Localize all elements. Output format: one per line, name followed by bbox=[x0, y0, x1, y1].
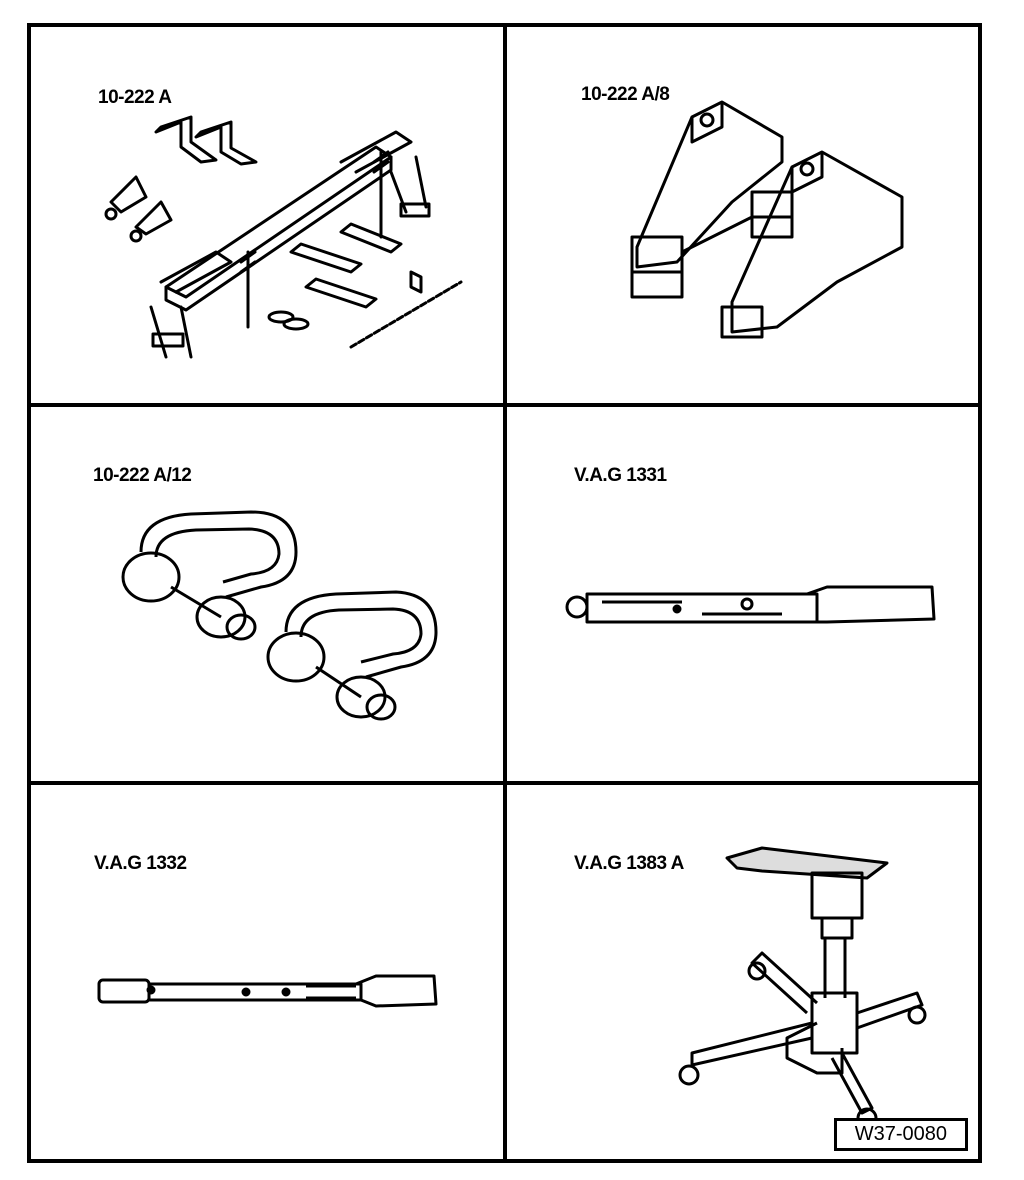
tool-label: 10-222 A/12 bbox=[93, 465, 192, 486]
tool-cell-10-222-a-12: 10-222 A/12 bbox=[31, 407, 503, 781]
tool-label: 10-222 A bbox=[98, 87, 172, 108]
tool-cell-vag-1383-a: V.A.G 1383 A bbox=[507, 785, 982, 1163]
grid-divider-row1 bbox=[31, 403, 978, 407]
tool-illustration-sheet: 10-222 A bbox=[27, 23, 982, 1163]
grid-divider-vertical bbox=[503, 27, 507, 1159]
support-adapter-icon bbox=[607, 87, 947, 347]
tool-cell-10-222-a-8: 10-222 A/8 bbox=[507, 27, 982, 403]
tool-cell-vag-1331: V.A.G 1331 bbox=[507, 407, 982, 781]
transmission-jack-icon bbox=[667, 843, 927, 1103]
figure-code-label: W37-0080 bbox=[833, 1118, 968, 1151]
grid-divider-row2 bbox=[31, 781, 978, 785]
tool-label: 10-222 A/8 bbox=[581, 84, 670, 105]
shackle-icon bbox=[111, 502, 441, 732]
tool-cell-10-222-a: 10-222 A bbox=[31, 27, 503, 403]
tool-cell-vag-1332: V.A.G 1332 bbox=[31, 785, 503, 1163]
engine-support-bridge-icon bbox=[91, 112, 451, 342]
torque-wrench-icon bbox=[562, 572, 942, 642]
tool-label: V.A.G 1331 bbox=[574, 465, 667, 486]
torque-wrench-icon bbox=[91, 970, 441, 1020]
tool-label: V.A.G 1383 A bbox=[574, 853, 684, 874]
tool-label: V.A.G 1332 bbox=[94, 853, 187, 874]
